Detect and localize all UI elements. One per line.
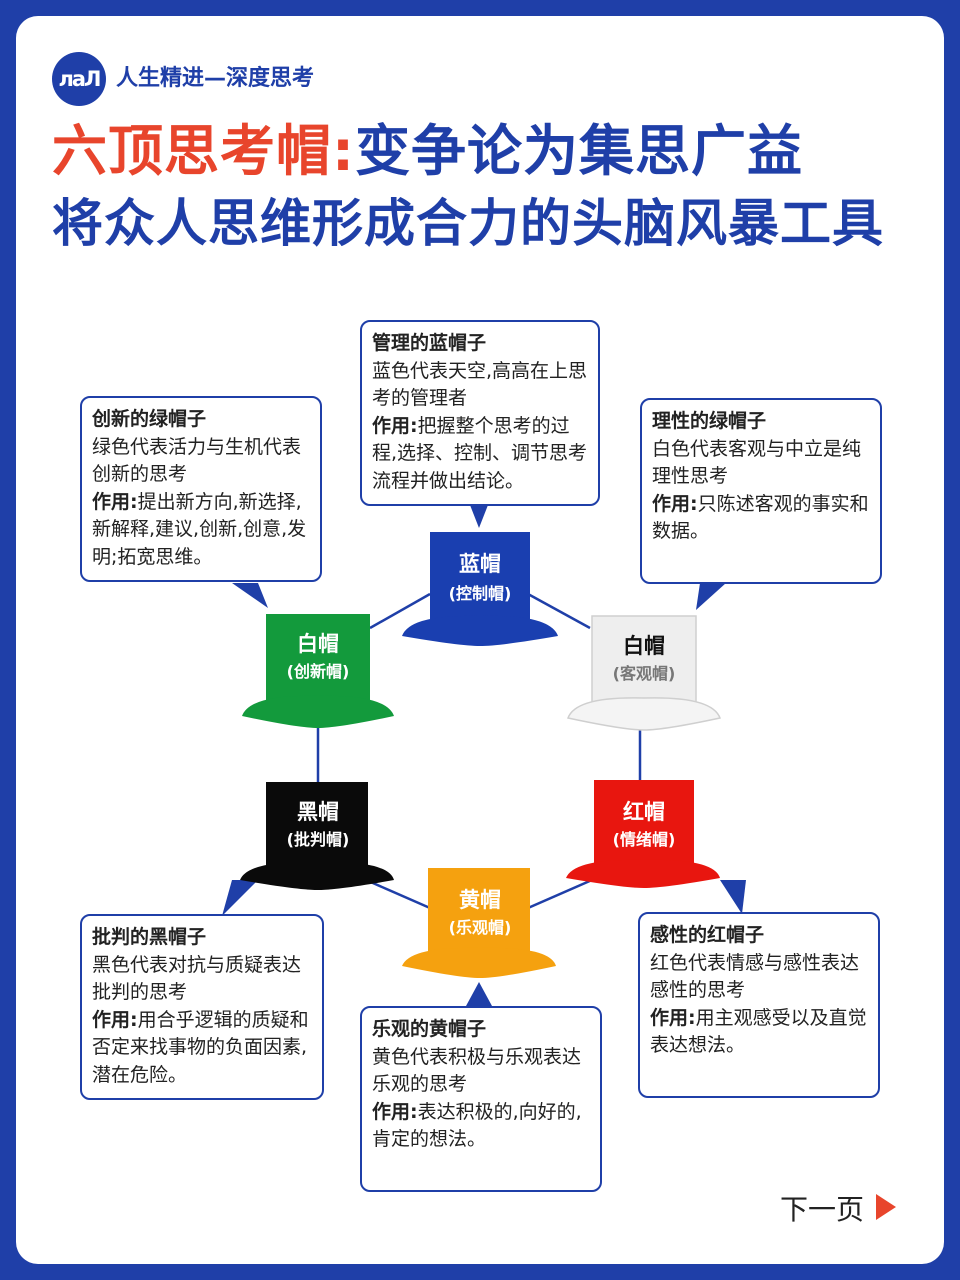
page-subtitle: 将众人思维形成合力的头脑风暴工具 (52, 195, 885, 254)
title-part1: 六顶思考帽: (52, 119, 355, 183)
box-role: 作用:用主观感受以及直觉表达想法。 (650, 1005, 868, 1060)
role-text: 表达积极的,向好的,肯定的想法。 (372, 1100, 582, 1151)
yellow-hat: 黄帽 (乐观帽) (400, 868, 560, 988)
green-hat-box: 创新的绿帽子 绿色代表活力与生机代表创新的思考 作用:提出新方向,新选择,新解释… (80, 396, 322, 582)
black-hat-box: 批判的黑帽子 黑色代表对抗与质疑表达批判的思考 作用:用合乎逻辑的质疑和否定来找… (80, 914, 324, 1100)
brand-logo: лаЛ (52, 52, 106, 106)
hat-shape (402, 532, 558, 646)
box-desc: 黑色代表对抗与质疑表达批判的思考 (92, 953, 302, 1004)
hat-subname: (创新帽) (286, 662, 350, 681)
hat-shape (566, 780, 720, 888)
role-text: 提出新方向,新选择,新解释,建议,创新,创意,发明;拓宽思维。 (92, 490, 307, 568)
box-title: 创新的绿帽子 (92, 408, 207, 430)
hat-name: 白帽 (623, 634, 665, 658)
hat-name: 白帽 (297, 632, 339, 656)
hat-name: 黄帽 (459, 888, 501, 912)
role-label: 作用: (92, 490, 138, 513)
box-desc: 红色代表情感与感性表达感性的思考 (650, 951, 860, 1002)
box-desc: 黄色代表积极与乐观表达乐观的思考 (372, 1045, 582, 1096)
box-desc: 白色代表客观与中立是纯理性思考 (652, 437, 862, 488)
hat-subname: (客观帽) (612, 664, 676, 683)
box-desc: 绿色代表活力与生机代表创新的思考 (92, 435, 302, 486)
role-label: 作用: (92, 1008, 138, 1031)
title-part2: 变争论为集思广益 (355, 119, 804, 183)
box-title: 乐观的黄帽子 (372, 1018, 487, 1040)
role-text: 只陈述客观的事实和数据。 (652, 492, 869, 543)
box-role: 作用:用合乎逻辑的质疑和否定来找事物的负面因素,潜在危险。 (92, 1007, 312, 1090)
white-hat-box: 理性的绿帽子 白色代表客观与中立是纯理性思考 作用:只陈述客观的事实和数据。 (640, 398, 882, 584)
white-hat: 白帽 (客观帽) (566, 612, 726, 732)
role-label: 作用: (372, 1100, 418, 1123)
blue-hat-box: 管理的蓝帽子 蓝色代表天空,高高在上思考的管理者 作用:把握整个思考的过程,选择… (360, 320, 600, 506)
next-page-button[interactable]: 下一页 (780, 1193, 865, 1226)
hat-name: 蓝帽 (459, 552, 501, 576)
hat-subname: (批判帽) (286, 830, 350, 849)
box-title: 理性的绿帽子 (652, 410, 767, 432)
box-title: 感性的红帽子 (650, 924, 765, 946)
role-text: 把握整个思考的过程,选择、控制、调节思考流程并做出结论。 (372, 414, 588, 492)
hat-shape (240, 782, 394, 890)
role-label: 作用: (650, 1006, 696, 1029)
hat-subname: (情绪帽) (612, 830, 676, 849)
role-text: 用合乎逻辑的质疑和否定来找事物的负面因素,潜在危险。 (92, 1008, 309, 1086)
page-title: 六顶思考帽:变争论为集思广益 (52, 116, 803, 186)
box-role: 作用:提出新方向,新选择,新解释,建议,创新,创意,发明;拓宽思维。 (92, 489, 310, 572)
green-hat: 白帽 (创新帽) (240, 610, 400, 730)
box-role: 作用:只陈述客观的事实和数据。 (652, 491, 870, 546)
role-label: 作用: (372, 414, 418, 437)
play-arrow-icon[interactable] (876, 1194, 896, 1220)
hat-shape (566, 615, 722, 731)
box-role: 作用:把握整个思考的过程,选择、控制、调节思考流程并做出结论。 (372, 413, 588, 496)
red-hat-box: 感性的红帽子 红色代表情感与感性表达感性的思考 作用:用主观感受以及直觉表达想法… (638, 912, 880, 1098)
box-title: 批判的黑帽子 (92, 926, 207, 948)
role-text: 用主观感受以及直觉表达想法。 (650, 1006, 867, 1057)
blue-hat: 蓝帽 (控制帽) (400, 528, 560, 648)
box-title: 管理的蓝帽子 (372, 332, 487, 354)
yellow-hat-box: 乐观的黄帽子 黄色代表积极与乐观表达乐观的思考 作用:表达积极的,向好的,肯定的… (360, 1006, 602, 1192)
hat-shape (402, 868, 556, 978)
hat-subname: (控制帽) (448, 584, 512, 603)
box-role: 作用:表达积极的,向好的,肯定的想法。 (372, 1099, 590, 1154)
black-hat: 黑帽 (批判帽) (238, 780, 398, 900)
hat-subname: (乐观帽) (448, 918, 512, 937)
hat-name: 黑帽 (297, 800, 339, 824)
role-label: 作用: (652, 492, 698, 515)
hat-shape (242, 614, 394, 728)
box-desc: 蓝色代表天空,高高在上思考的管理者 (372, 359, 588, 410)
red-hat: 红帽 (情绪帽) (564, 778, 724, 898)
brand-name: 人生精进—深度思考 (116, 66, 315, 91)
hat-name: 红帽 (623, 800, 665, 824)
